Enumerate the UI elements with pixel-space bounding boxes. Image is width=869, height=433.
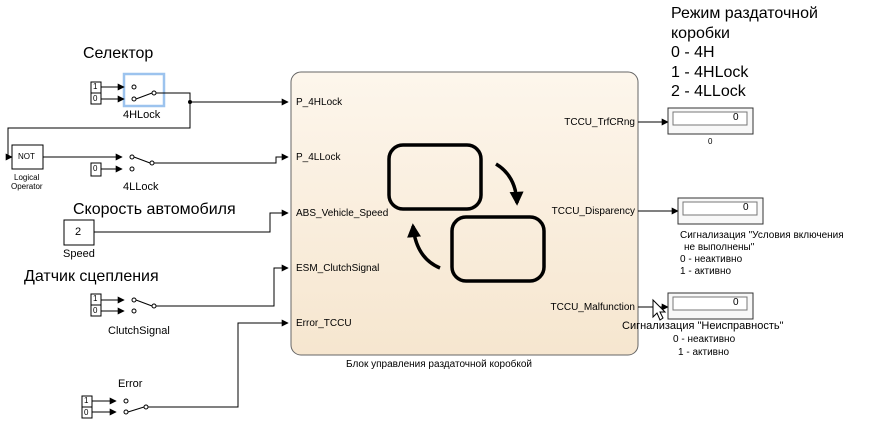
display-malfunction[interactable] [667,292,754,320]
chart-input-port-4: ESM_ClutchSignal [296,263,380,274]
disparency-note-line-1: Сигнализация "Условия включения [680,230,844,241]
display-trfcrng-caption: 0 [708,137,713,146]
4hlock-const-bottom: 0 [93,94,98,103]
display-disparency[interactable] [677,197,764,225]
chart-input-port-2: P_4LLock [296,152,341,163]
4llock-switch-label: 4LLock [123,181,159,193]
chart-input-port-5: Error_TCCU [296,318,352,329]
chart-output-port-1: TCCU_TrfCRng [564,117,635,128]
chart-input-port-1: P_4HLock [296,97,343,108]
clutch-annotation: Датчик сцепления [24,268,159,285]
mode-annotation-line-4: 1 - 4HLock [671,64,749,81]
not-logical-operator-block[interactable] [11,144,44,170]
not-block-label-1: Logical [14,173,40,182]
chart-title: Блок управления раздаточной коробкой [346,359,532,370]
mode-annotation-line-1: Режим раздаточной [671,5,818,22]
malfunction-note-line-1: Сигнализация "Неисправность" [622,320,784,332]
error-switch-block[interactable] [81,395,149,419]
clutch-const-top: 1 [93,294,98,303]
chart-state-2 [450,215,546,283]
4llock-const: 0 [93,164,98,173]
speed-const-label: Speed [63,248,95,260]
disparency-note-line-3: 0 - неактивно [680,254,743,265]
speed-constant-block[interactable] [63,219,95,246]
disparency-note-line-4: 1 - активно [680,266,732,277]
mode-annotation-line-5: 2 - 4LLock [671,83,746,100]
tccu-chart-block[interactable] [290,71,639,356]
display-malfunction-value: 0 [733,297,739,308]
switch-4hlock-block[interactable] [90,72,166,108]
not-block-label-2: Operator [11,182,43,191]
disparency-note-line-2: не выполнены" [684,242,755,253]
clutch-signal-switch-block[interactable] [90,293,157,317]
chart-state-1 [387,143,483,211]
selector-annotation: Селектор [83,45,154,62]
mode-annotation-line-2: коробки [671,25,730,42]
speed-const-value: 2 [75,226,82,238]
error-const-top: 1 [84,396,89,405]
clutch-switch-label: ClutchSignal [108,325,170,337]
chart-input-port-3: ABS_Vehicle_Speed [296,208,389,219]
4hlock-const-top: 1 [93,82,98,91]
display-disparency-value: 0 [743,202,749,213]
chart-output-port-2: TCCU_Disparency [551,206,635,217]
chart-transition-1 [495,162,524,206]
chart-transition-2 [407,223,441,270]
not-block-text: NOT [18,152,35,161]
switch-4llock-block[interactable] [90,154,155,177]
error-switch-label: Error [118,378,143,390]
speed-annotation: Скорость автомобиля [73,201,236,218]
chart-output-port-3: TCCU_Malfunction [550,302,635,313]
malfunction-note-line-3: 1 - активно [678,347,730,358]
clutch-const-bottom: 0 [93,306,98,315]
malfunction-note-line-2: 0 - неактивно [673,334,736,345]
mouse-cursor-icon [652,298,667,321]
mode-annotation-line-3: 0 - 4H [671,44,715,61]
4hlock-switch-label: 4HLock [123,109,161,121]
display-trfcrng-value: 0 [733,112,739,123]
display-trfcrng[interactable] [667,107,754,135]
error-const-bottom: 0 [84,408,89,417]
